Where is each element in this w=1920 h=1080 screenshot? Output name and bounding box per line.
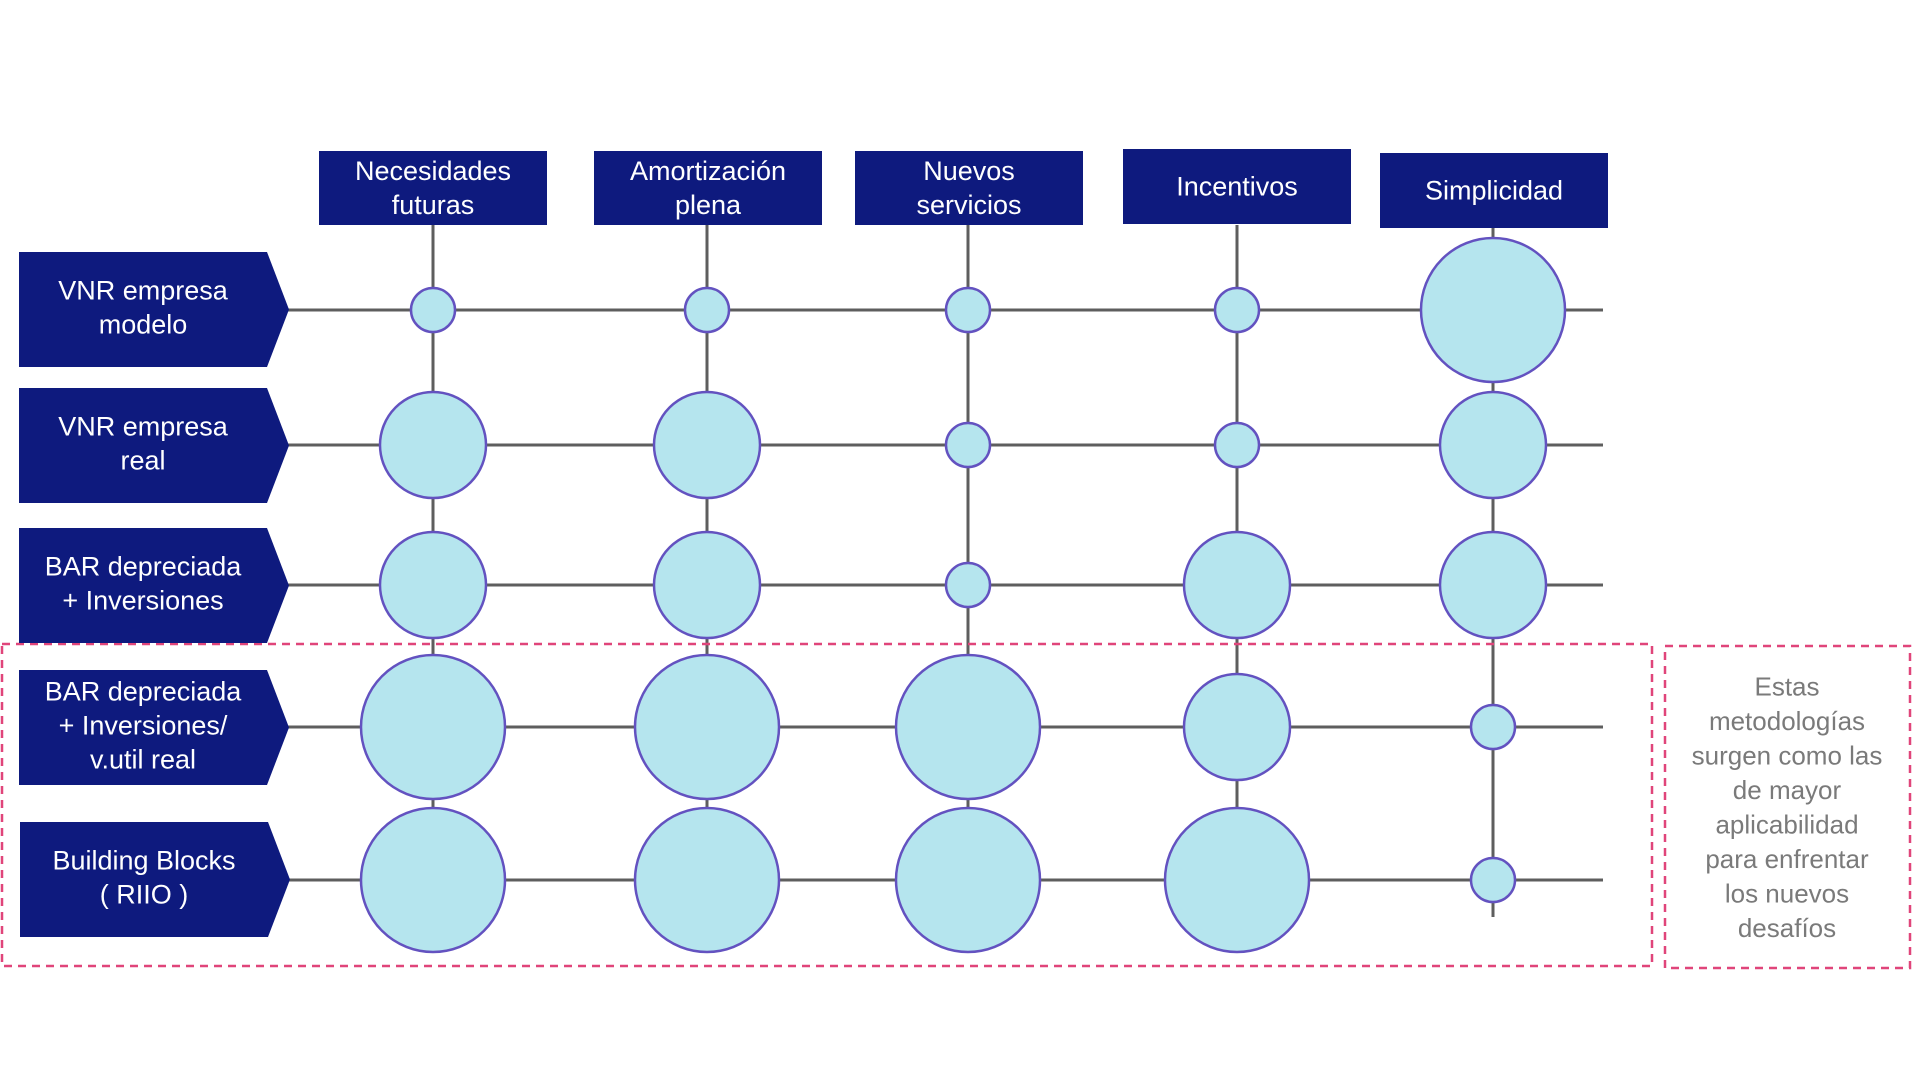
conclusion-note-text-line: metodologías (1709, 706, 1865, 736)
bubble-bar-vutil-incentivos (1182, 672, 1292, 782)
criterion-header-box (855, 151, 1083, 225)
criterion-label: Necesidades futuras (355, 156, 511, 220)
bubble-vnr-real-necesidades (378, 390, 488, 500)
bubble-vnr-real-incentivos (1213, 421, 1261, 469)
method-label: VNR empresa modelo (58, 276, 229, 340)
bubble-bar-vutil-amortizacion (633, 653, 781, 801)
method-label-line: + Inversiones (62, 586, 223, 616)
bubble-building-blocks-incentivos (1163, 806, 1311, 954)
method-label-line: VNR empresa (58, 276, 229, 306)
bubble-vnr-modelo-simplicidad (1419, 236, 1567, 384)
conclusion-note-text-line: desafíos (1738, 913, 1836, 943)
criterion-label-line: Nuevos (923, 156, 1015, 186)
conclusion-note-text-line: de mayor (1733, 775, 1842, 805)
bubble-bar-depreciada-incentivos (1182, 530, 1292, 640)
method-label-line: VNR empresa (58, 412, 229, 442)
criterion-header-box (1380, 153, 1608, 228)
criterion-label: Incentivos (1176, 172, 1298, 202)
bubble-vnr-modelo-incentivos (1213, 286, 1261, 334)
bubble-building-blocks-nuevos (894, 806, 1042, 954)
method-label-arrow (19, 252, 289, 367)
method-label: VNR empresa real (58, 412, 229, 476)
method-label-line: modelo (99, 310, 188, 340)
method-label-line: v.util real (90, 745, 196, 775)
highlight-frame-note (1663, 644, 1912, 970)
bubble-vnr-modelo-nuevos (944, 286, 992, 334)
criterion-header-box (594, 151, 822, 225)
method-row-vnr-real: VNR empresa real (19, 388, 289, 503)
criterion-label-line: Amortización (630, 156, 786, 186)
criterion-label-line: Incentivos (1176, 172, 1298, 202)
criterion-label-line: servicios (916, 190, 1021, 220)
criterion-header-box (319, 151, 547, 225)
method-label: Building Blocks ( RIIO ) (52, 846, 235, 910)
conclusion-note-text-line: aplicabilidad (1715, 809, 1858, 839)
method-row-building-blocks: Building Blocks ( RIIO ) (20, 822, 290, 937)
rating-bubbles (359, 236, 1567, 954)
method-label-arrow (19, 670, 289, 785)
criterion-label-line: plena (675, 190, 742, 220)
method-label-arrow (19, 388, 289, 503)
bubble-building-blocks-amortizacion (633, 806, 781, 954)
bubble-bar-vutil-nuevos (894, 653, 1042, 801)
conclusion-note-text-line: los nuevos (1725, 878, 1849, 908)
bubble-vnr-real-nuevos (944, 421, 992, 469)
method-label-line: ( RIIO ) (100, 880, 189, 910)
bubble-bar-vutil-necesidades (359, 653, 507, 801)
bubble-bar-depreciada-amortizacion (652, 530, 762, 640)
method-label: BAR depreciada + Inversiones/v.util real (45, 677, 243, 775)
bubble-vnr-real-amortizacion (652, 390, 762, 500)
method-row-bar-vutil: BAR depreciada + Inversiones/v.util real (19, 670, 289, 785)
method-row-bar-depreciada: BAR depreciada + Inversiones (19, 528, 289, 643)
method-label-arrow (19, 528, 289, 643)
conclusion-note-text-line: surgen como las (1692, 740, 1883, 770)
criterion-header-simplicidad: Simplicidad (1380, 153, 1608, 228)
bubble-bar-depreciada-simplicidad (1438, 530, 1548, 640)
highlight-frames (0, 642, 1912, 970)
method-row-vnr-modelo: VNR empresa modelo (19, 252, 289, 367)
criterion-label: Simplicidad (1425, 176, 1563, 206)
method-label: BAR depreciada + Inversiones (45, 552, 243, 616)
method-label-line: BAR depreciada (45, 677, 243, 707)
conclusion-note-text: Estas metodologías surgen como las de mayor… (1692, 671, 1883, 943)
conclusion-note-text-line: para enfrentar (1705, 844, 1869, 874)
method-label-line: BAR depreciada (45, 552, 243, 582)
bubble-building-blocks-necesidades (359, 806, 507, 954)
bubble-vnr-modelo-necesidades (409, 286, 457, 334)
criterion-label-line: futuras (392, 190, 475, 220)
bubble-bar-vutil-simplicidad (1469, 703, 1517, 751)
method-label-line: Building Blocks (52, 846, 235, 876)
criterion-header-necesidades: Necesidades futuras (319, 151, 547, 225)
criterion-label: Amortización plena (630, 156, 786, 220)
criterion-header-nuevos: Nuevos servicios (855, 151, 1083, 225)
highlight-frame-methods (0, 642, 1654, 968)
criterion-header-amortizacion: Amortización plena (594, 151, 822, 225)
criterion-header-box (1123, 149, 1351, 224)
bubble-bar-depreciada-necesidades (378, 530, 488, 640)
method-label-line: real (120, 446, 165, 476)
bubble-building-blocks-simplicidad (1469, 856, 1517, 904)
criteria-headers: Necesidades futuras Amortización plena Nuevo… (319, 149, 1608, 228)
bubble-vnr-modelo-amortizacion (683, 286, 731, 334)
conclusion-note: Estas metodologías surgen como las de mayor… (1692, 671, 1883, 943)
criterion-label-line: Simplicidad (1425, 176, 1563, 206)
criterion-header-incentivos: Incentivos (1123, 149, 1351, 224)
method-label-line: + Inversiones/ (59, 711, 228, 741)
method-label-arrow (20, 822, 290, 937)
bubble-bar-depreciada-nuevos (944, 561, 992, 609)
criterion-label: Nuevos servicios (916, 156, 1021, 220)
criterion-label-line: Necesidades (355, 156, 511, 186)
conclusion-note-text-line: Estas (1754, 671, 1819, 701)
bubble-vnr-real-simplicidad (1438, 390, 1548, 500)
